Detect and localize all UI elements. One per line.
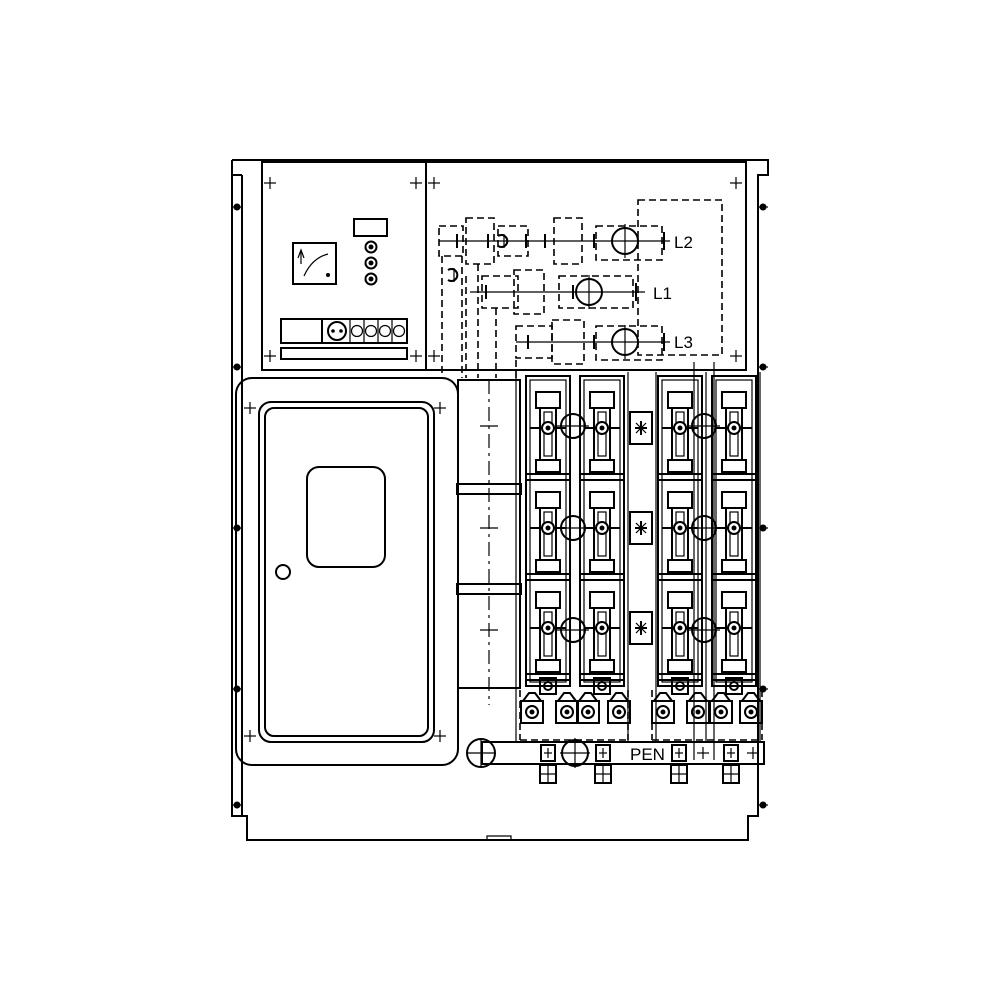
fuse-ring [557, 515, 589, 541]
plus-icon [428, 177, 440, 189]
cable-duct [456, 379, 522, 705]
fuse-ring [557, 617, 589, 643]
phase-label-l2: L2 [674, 233, 693, 252]
pen-terminal-group [539, 744, 740, 784]
plus-icon [410, 177, 422, 189]
plus-icon [428, 350, 440, 362]
pen-terminal [539, 744, 557, 784]
fuse-base [711, 491, 757, 581]
plus-icon [434, 402, 446, 414]
plus-icon [434, 730, 446, 742]
label-strip [280, 347, 408, 360]
fuse-strip [579, 375, 625, 695]
plus-icon [264, 177, 276, 189]
fuse-strip-group [520, 375, 763, 724]
door-lock [275, 564, 291, 580]
cable-lug [539, 677, 557, 695]
door-window [306, 466, 386, 568]
clamp-icon [635, 421, 647, 435]
plus-icon [747, 747, 759, 759]
phase-label-l1: L1 [653, 284, 672, 303]
busbar-clamps [629, 411, 653, 645]
plus-icon [244, 730, 256, 742]
plus-icon [410, 350, 422, 362]
screw-icon [232, 801, 242, 809]
fuse-strip [525, 375, 571, 695]
pen-terminal [722, 744, 740, 784]
fuse-base [525, 591, 571, 681]
plus-icon [244, 402, 256, 414]
screw-icon [758, 203, 768, 211]
fuse-ring [688, 617, 720, 643]
pen-terminal [670, 744, 688, 784]
fuse-base [579, 391, 625, 481]
fuse-base [525, 391, 571, 481]
cable-lug [671, 677, 689, 695]
cable-lug [725, 677, 743, 695]
outgoing-terminal [576, 692, 600, 724]
fuse-base [579, 591, 625, 681]
pen-busbar: PEN [466, 738, 765, 768]
fuse-base [579, 491, 625, 581]
fuse-base [657, 491, 703, 581]
screw-icon [232, 363, 242, 371]
clamp-icon [635, 521, 647, 535]
plus-icon [264, 350, 276, 362]
plus-icon [730, 350, 742, 362]
phase-label-l3: L3 [674, 333, 693, 352]
screw-icon [758, 801, 768, 809]
fuse-strip [657, 375, 703, 695]
display-window [353, 218, 388, 237]
transformer-compartment: L2 L1 L3 [425, 161, 747, 378]
outgoing-terminal [709, 692, 733, 724]
indicator-lamps [364, 240, 378, 286]
ammeter-icon [292, 242, 337, 285]
fuse-strip [711, 375, 757, 695]
terminal-strip [280, 318, 408, 344]
fuse-base [711, 591, 757, 681]
fuse-base [657, 591, 703, 681]
plus-icon [697, 747, 709, 759]
enclosure-outline [231, 159, 769, 841]
cable-lug [593, 677, 611, 695]
outgoing-terminal [555, 692, 579, 724]
fuse-ring [557, 413, 589, 439]
screw-icon [758, 363, 768, 371]
cabinet-door [235, 377, 459, 766]
vertical-conductors [515, 362, 763, 760]
fuse-base [711, 391, 757, 481]
screw-icon [232, 203, 242, 211]
clamp-icon [635, 621, 647, 635]
plus-icon [730, 177, 742, 189]
metering-panel [261, 161, 427, 371]
fuse-ring [688, 413, 720, 439]
outgoing-terminal [651, 692, 675, 724]
fuse-ring [688, 515, 720, 541]
outgoing-terminal [520, 692, 544, 724]
pen-terminal [594, 744, 612, 784]
pen-label: PEN [630, 745, 665, 764]
fuse-base [657, 391, 703, 481]
outgoing-terminal [607, 692, 631, 724]
